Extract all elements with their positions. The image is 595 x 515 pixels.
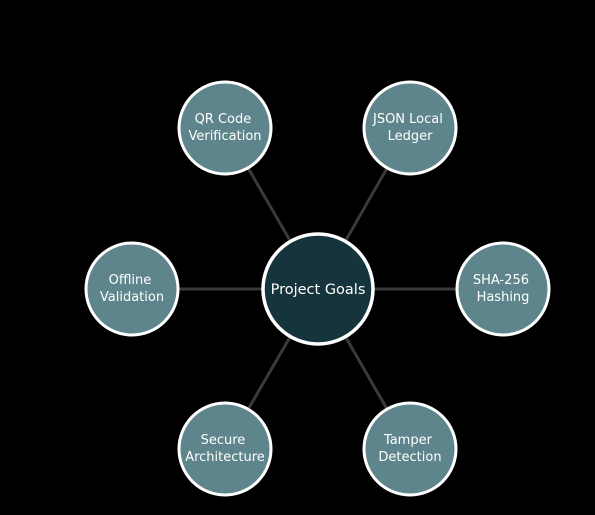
node-offline-validation-line-2: Validation <box>100 290 164 305</box>
node-sha-hashing-label: SHA-256 Hashing <box>473 273 533 305</box>
node-tamper-detection: Tamper Detection <box>362 401 458 497</box>
node-secure-architecture-label: Secure Architecture <box>185 433 265 465</box>
node-tamper-detection-line-2: Detection <box>378 450 441 465</box>
node-sha-hashing-line-1: SHA-256 <box>473 273 529 288</box>
node-offline-validation-circle <box>84 241 180 337</box>
node-sha-hashing: SHA-256 Hashing <box>455 241 551 337</box>
node-sha-hashing-line-2: Hashing <box>477 290 530 305</box>
node-json-ledger-label: JSON Local Ledger <box>372 112 447 144</box>
node-qr-code-label: QR Code Verification <box>188 112 261 144</box>
center-node-circle <box>261 232 375 346</box>
node-secure-architecture-line-1: Secure <box>201 433 246 448</box>
node-qr-code-line-1: QR Code <box>195 112 252 127</box>
node-qr-code-circle <box>177 80 273 176</box>
node-json-ledger-line-1: JSON Local <box>372 112 443 127</box>
node-secure-architecture-line-2: Architecture <box>185 450 265 465</box>
node-json-ledger-line-2: Ledger <box>388 129 434 144</box>
node-secure-architecture: Secure Architecture <box>177 401 273 497</box>
node-secure-architecture-circle <box>177 401 273 497</box>
node-tamper-detection-label: Tamper Detection <box>378 433 441 465</box>
node-qr-code: QR Code Verification <box>177 80 273 176</box>
center-node: Project Goals <box>261 232 375 346</box>
node-qr-code-line-2: Verification <box>188 129 261 144</box>
node-offline-validation-label: Offline Validation <box>100 273 164 305</box>
node-tamper-detection-line-1: Tamper <box>383 433 433 448</box>
node-offline-validation: Offline Validation <box>84 241 180 337</box>
node-offline-validation-line-1: Offline <box>109 273 152 288</box>
node-json-ledger: JSON Local Ledger <box>362 80 458 176</box>
node-tamper-detection-circle <box>362 401 458 497</box>
node-json-ledger-circle <box>362 80 458 176</box>
node-sha-hashing-circle <box>455 241 551 337</box>
center-node-label: Project Goals <box>271 282 366 298</box>
